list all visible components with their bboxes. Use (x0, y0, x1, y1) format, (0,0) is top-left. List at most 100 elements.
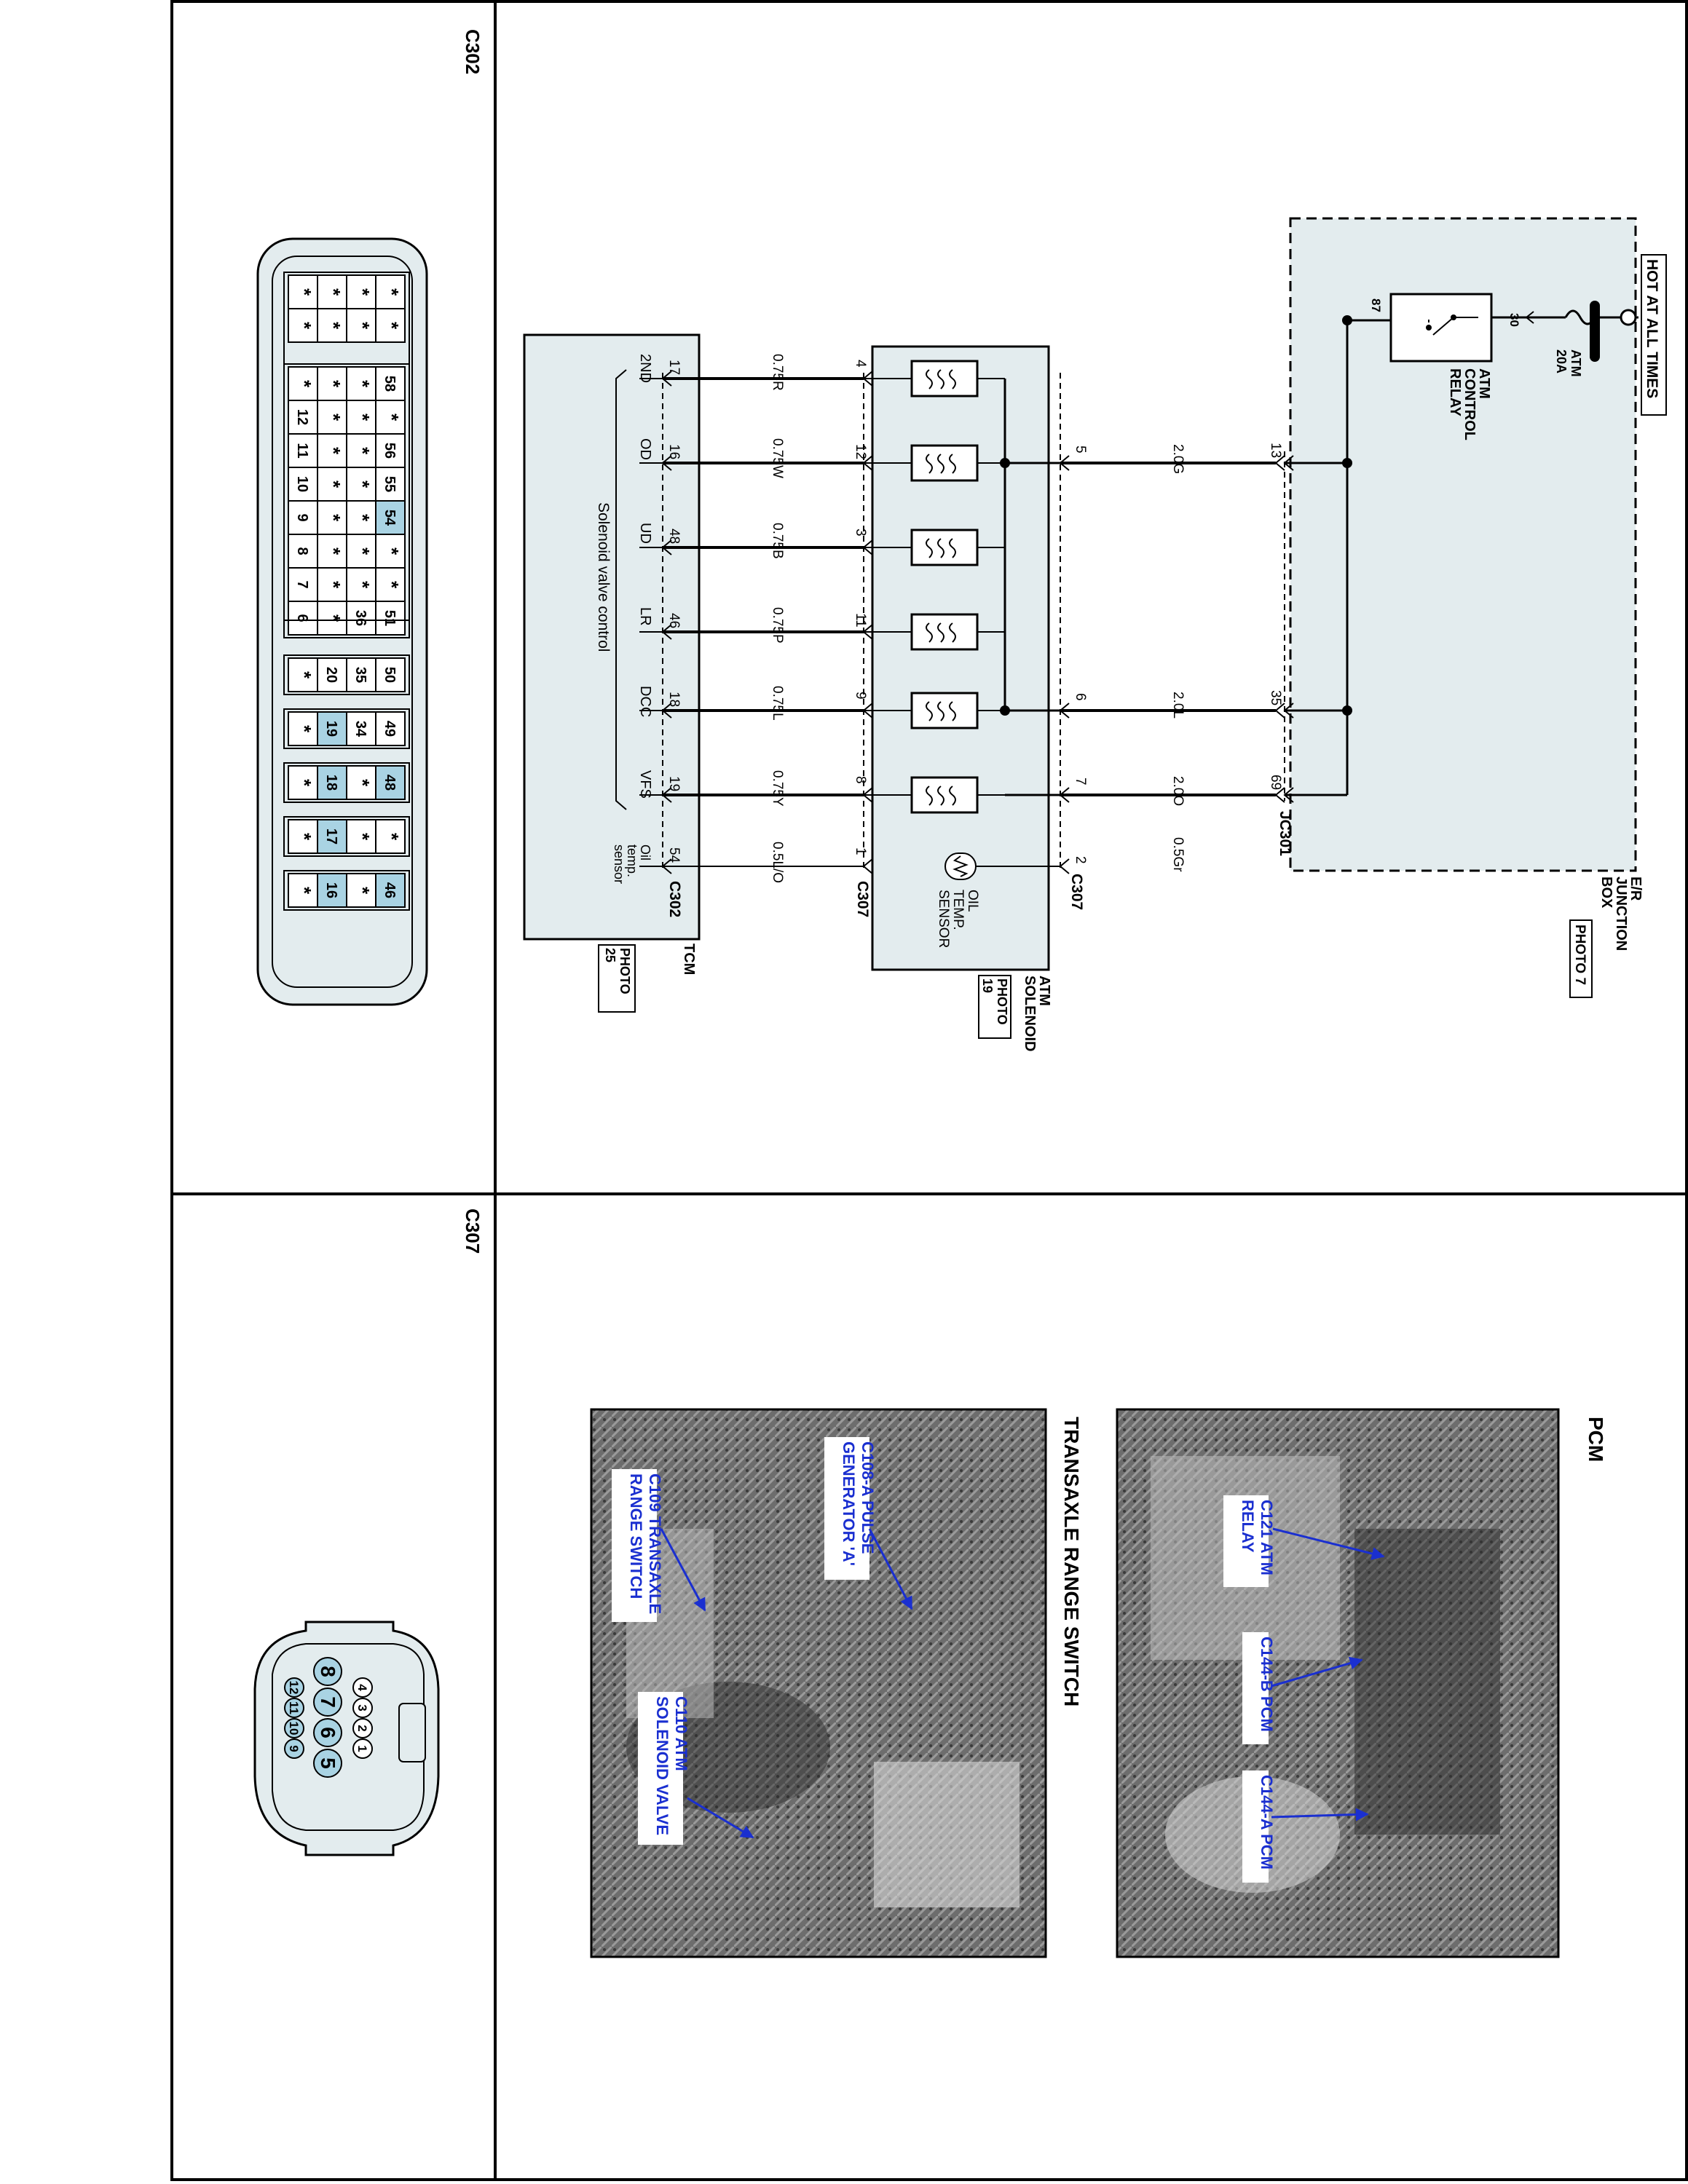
svg-text:E/R: E/R (1628, 877, 1644, 901)
c302-pin-cell (375, 534, 406, 569)
c307-pin-number: 2 (1073, 856, 1088, 864)
photo-callout-bg (1242, 1770, 1269, 1883)
c302-pin-number: * (323, 380, 344, 388)
photo-callout-bg (824, 1437, 869, 1580)
photo-callout-arrow (660, 1528, 706, 1612)
signal-wires: 40.75R172ND120.75W16OD30.75B48UD110.75P4… (637, 354, 873, 883)
c302-pin-cell (375, 400, 406, 435)
svg-text:25: 25 (603, 948, 618, 962)
c302-pin-number: 54 (666, 847, 682, 863)
c307-pin-number: 2 (355, 1725, 369, 1731)
tcm-signal-name: VFS (637, 770, 653, 799)
fuse-label: ATM (1569, 349, 1583, 377)
c302-pin-cell (288, 567, 318, 602)
c302-pin-block (283, 762, 410, 803)
tcm-signal-name: OD (637, 438, 653, 460)
c302-pin-number: * (381, 581, 403, 589)
c302-panel-title: C302 (462, 29, 484, 74)
signal-wire-color: 0.75W (770, 438, 785, 478)
c302-pin-cell (288, 400, 318, 435)
c302-pin-number: * (352, 887, 374, 895)
c302-pin-cell (288, 467, 318, 502)
svg-text:CONTROL: CONTROL (1462, 368, 1478, 440)
c302-pin-number: * (293, 887, 315, 895)
c307-pin-number: 10 (287, 1722, 301, 1736)
sensor-return-wire-color: 0.5Gr (1170, 837, 1186, 872)
c302-pin-cell (346, 308, 376, 343)
signal-wire-color: 0.75Y (770, 770, 785, 807)
c302-pin-number: * (323, 514, 344, 522)
c307-pin (352, 1698, 373, 1718)
svg-text:temp.: temp. (625, 844, 639, 877)
svg-text:ATM: ATM (1476, 368, 1492, 399)
c307-pin-number: 1 (853, 847, 868, 855)
svg-text:PHOTO: PHOTO (618, 948, 632, 994)
c302-pin-number: 16 (666, 444, 682, 459)
battery-terminal-icon (1590, 301, 1638, 362)
c302-pin-cell (375, 601, 406, 636)
c302-pin-cell (288, 765, 318, 800)
photo-callout-arrow (1271, 1808, 1369, 1821)
c302-pin-cell (346, 873, 376, 908)
relay-label: ATM CONTROL RELAY (1447, 368, 1492, 440)
photo-callout-bg (612, 1469, 657, 1622)
coil-winding (926, 538, 956, 558)
c307-pin-number: 9 (287, 1745, 301, 1752)
c302-pin-cell (317, 601, 347, 636)
c302-pin-number: 17 (666, 360, 682, 375)
fuse-rating: 20A (1554, 349, 1569, 373)
c302-pin-number: * (381, 288, 403, 296)
hot-label: HOT AT ALL TIMES (1644, 259, 1660, 398)
atm-solenoid-label: ATM SOLENOID PHOTO 19 (978, 975, 1052, 1051)
photo-callout-label: SOLENOID VALVE (653, 1696, 671, 1835)
c302-pin-grid: ***********5812***11**5610**559**548***7… (283, 272, 410, 911)
photo-callout-label: RANGE SWITCH (627, 1473, 645, 1599)
solenoid-coil-icon (910, 529, 979, 566)
coil-winding (926, 454, 956, 474)
photo-callout-label: C109 TRANSAXLE (646, 1473, 664, 1614)
c302-pin-number: 7 (294, 580, 310, 588)
c307-pin-number: 5 (317, 1757, 339, 1769)
c302-pin-number: * (323, 581, 344, 589)
c302-pin-block (283, 363, 410, 638)
c307-pin (284, 1738, 304, 1759)
coil-winding (926, 701, 956, 721)
signal-wire-color: 0.75P (770, 607, 785, 644)
c307-pin-number: 6 (1073, 693, 1088, 701)
power-wire-color: 2.0O (1170, 776, 1186, 806)
c302-pin-number: 46 (666, 613, 682, 628)
relay-pin-87: 87 (1369, 298, 1383, 312)
c302-pin-number: * (352, 414, 374, 422)
c307-pin (313, 1718, 342, 1747)
c307-pin-number: 6 (317, 1727, 339, 1738)
schematic: HOT AT ALL TIMES ATM 20A 30 (523, 217, 1667, 1051)
svg-text:ATM: ATM (1036, 976, 1052, 1006)
c307-pin-number: 8 (853, 776, 868, 784)
c302-pin-number: * (323, 614, 344, 622)
c302-pin-number: * (293, 322, 315, 330)
c307-pin (352, 1677, 373, 1698)
c307-pin-number: 3 (355, 1704, 369, 1711)
photo-callout-arrow (1272, 1527, 1385, 1560)
photo-callout-arrow (687, 1797, 754, 1839)
c302-pin-number: 48 (382, 775, 398, 791)
svg-text:19: 19 (980, 978, 995, 993)
c302-pin-cell (288, 873, 318, 908)
c302-pin-cell (375, 274, 406, 309)
oil-temp-sensor-icon (944, 852, 977, 880)
c307-pin (313, 1749, 342, 1778)
c302-pin-number: 56 (382, 443, 398, 459)
tcm-signal-name: 2ND (637, 354, 653, 383)
c302-pin-number: * (352, 547, 374, 555)
tcm-box (523, 333, 701, 941)
photo-callout-label: C110 ATM (672, 1696, 690, 1771)
c302-pin-cell (317, 308, 347, 343)
c302-pin-number: * (323, 288, 344, 296)
c302-pin-number: * (352, 833, 374, 841)
c302-pin-cell (346, 819, 376, 854)
c302-pin-number: 34 (352, 721, 368, 737)
